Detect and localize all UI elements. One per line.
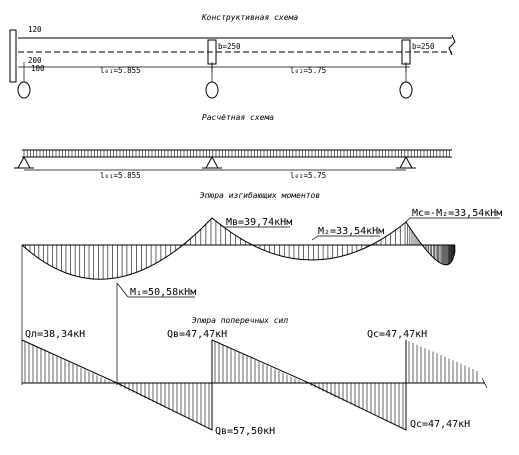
beam-b-width: b=250 [218,42,241,51]
shear-qb-left-label: Qв=57,50кН [215,426,275,437]
structural-scheme-title: Конструктивная схема [201,13,299,22]
design-span1: l₀₁=5.855 [100,171,141,180]
dim-100: 100 [31,64,45,73]
structural-scheme: 120 200 100 b=250 b=250 l₀₁=5.855 l₀₂=5.… [9,25,456,99]
moment-mb-label: Mв=39,74кНм [226,217,292,228]
shear-qb-right-label: Qв=47,47кН [167,329,227,340]
shear-qc-right-label: Qс=47,47кН [410,419,470,430]
span2-label: l₀₂=5.75 [290,66,326,75]
design-scheme: l₀₁=5.855 l₀₂=5.75 [14,149,452,180]
moment-diagram-title: Эпюра изгибающих моментов [200,190,321,200]
shear-qc-left-label: Qс=47,47кН [367,329,427,340]
span1-label: l₀₁=5.855 [100,66,141,75]
moment-mc-label: Mс=-M₂=33,54кНм [412,208,502,219]
moment-m2-label: M₂=33,54кНм [318,226,384,237]
dim-120: 120 [28,25,42,34]
moment-curve [21,217,456,280]
moment-hatching [25,219,456,280]
support-b [202,155,222,169]
shear-hatching [24,341,478,429]
shear-outline [21,339,407,431]
beam-c-width: b=250 [412,42,435,51]
shear-diagram-title: Эпюра поперечных сил [192,316,289,325]
break-mark [448,34,456,56]
support-c [396,155,416,169]
moment-diagram: Mв=39,74кНм M₂=33,54кНм Mс=-M₂=33,54кНм … [21,208,502,385]
design-span2: l₀₂=5.75 [290,171,326,180]
wall [9,29,17,83]
shear-qa-label: Qл=38,34кН [25,329,85,340]
distributed-load [23,150,450,157]
axis-b-marker [205,81,219,99]
axis-a-marker [17,81,31,99]
design-scheme-title: Расчётная схема [202,113,274,122]
dim-200: 200 [28,56,42,65]
support-a [14,155,34,169]
moment-m1-label: M₁=50,58кНм [130,287,196,298]
axis-c-marker [399,81,413,99]
shear-diagram: Qл=38,34кН Qв=47,47кН Qс=47,47кН Qв=57,5… [21,329,488,437]
